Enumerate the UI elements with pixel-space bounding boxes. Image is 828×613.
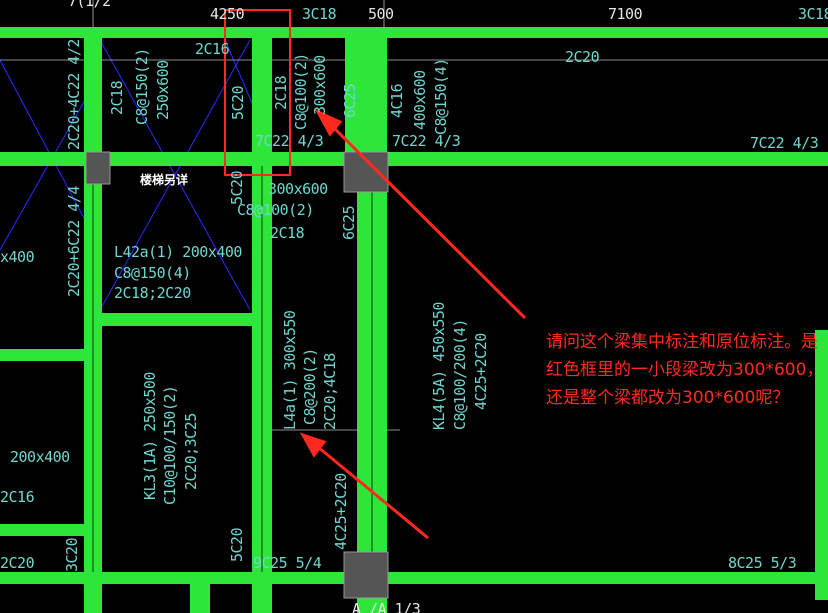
column	[85, 151, 111, 185]
beam-label: x400	[0, 248, 35, 266]
beam-label: 2C20;4C18	[321, 353, 339, 430]
beam-label: 2C20	[0, 554, 35, 572]
beam-label: 4C25+2C20	[472, 333, 490, 410]
beam-label: 2C20;3C25	[182, 413, 200, 490]
columns	[85, 151, 389, 599]
beam-label: C8@100(2)	[292, 53, 310, 130]
beam-bottom	[0, 572, 828, 584]
dim-label: 7100	[608, 5, 643, 23]
beam-label: C8@100(2)	[237, 201, 314, 219]
beam-label: 8C25 5/3	[728, 554, 797, 572]
beam-label: 4C25+2C20	[332, 473, 350, 550]
beam-label: 200x400	[10, 448, 70, 466]
beam-label: 2C16	[0, 488, 35, 506]
beam-label: 400x600	[411, 70, 429, 130]
beam-top	[0, 27, 828, 38]
beam-label: 5C20	[229, 85, 247, 120]
beam-label: 2C20+4C22 4/2	[65, 39, 83, 150]
beam-label: 4C16	[388, 83, 406, 118]
dim-label: 4250	[210, 5, 245, 23]
beam-label: C8@200(2)	[301, 348, 319, 425]
beam-label: 2C18;2C20	[114, 284, 191, 302]
arrow-head	[314, 108, 343, 137]
diag-line	[0, 99, 86, 251]
beam-label: 300x600	[311, 55, 329, 115]
beam-label: 300x600	[268, 180, 328, 198]
beam-label: 7C22 4/3	[255, 132, 324, 150]
beam-right	[815, 330, 828, 600]
dim-label: 3C18	[798, 5, 828, 23]
question-annotation: 请问这个梁集中标注和原位标注。是红色框里的一小段梁改为300*600，还是整个梁…	[546, 332, 824, 408]
column	[343, 151, 389, 193]
diag-line	[224, 39, 256, 111]
beam-outlines	[92, 166, 373, 572]
beam-label: 2C20	[565, 48, 600, 66]
arrow-head	[299, 432, 327, 458]
beam-left	[0, 349, 90, 361]
arrow-line	[311, 440, 429, 540]
stair-note: 楼梯另详	[140, 173, 189, 187]
beam-bottom-stub	[190, 584, 210, 613]
beam-label: 6C25	[340, 205, 358, 240]
beam-label: 3C20	[63, 537, 81, 572]
beam-label: 7C22 4/3	[392, 132, 461, 150]
beam-mid	[0, 152, 828, 166]
beam-label: 9C25 5/4	[253, 554, 322, 572]
beam-col-c2	[345, 27, 361, 157]
beam-label: 7C22 4/3	[750, 134, 819, 152]
beam-label: C8@150(2)	[133, 48, 151, 125]
dim-label: 7(1/2	[68, 0, 111, 10]
beam-label: 5C20	[228, 527, 246, 562]
beam-label: 2C18	[108, 80, 126, 115]
beam-label: 2C20+6C22 4/4	[65, 186, 83, 297]
beam-label: C10@100/150(2)	[161, 385, 179, 505]
beam-label: 2C16	[195, 40, 230, 58]
beam-label: L42a(1) 200x400	[114, 243, 242, 261]
highlight-box	[224, 9, 291, 176]
dim-label: A /A 1/3	[352, 600, 421, 613]
beam-label: KL3(1A) 250x500	[141, 372, 159, 500]
beam-label: C8@100/200(4)	[451, 319, 469, 430]
dim-label: 3C18	[302, 5, 337, 23]
arrow-line	[326, 120, 527, 320]
beam-label: 2C18	[270, 224, 305, 242]
beam-label: 6C25	[341, 83, 359, 118]
beam-label: L4a(1) 300x550	[281, 310, 299, 430]
beam-label: C8@150(4)	[432, 58, 450, 135]
beam-label: 250x600	[154, 60, 172, 120]
arrows	[299, 108, 527, 540]
beam-left-low	[0, 524, 90, 536]
beam-label: 2C18	[272, 75, 290, 110]
beam-label: KL4(5A) 450x550	[430, 302, 448, 430]
beam-label: 5C20	[228, 170, 246, 205]
diag-line	[0, 59, 86, 221]
dim-label: 500	[368, 5, 394, 23]
beam-label: C8@150(4)	[114, 264, 191, 282]
beam-inner	[95, 313, 270, 326]
column	[343, 551, 389, 599]
